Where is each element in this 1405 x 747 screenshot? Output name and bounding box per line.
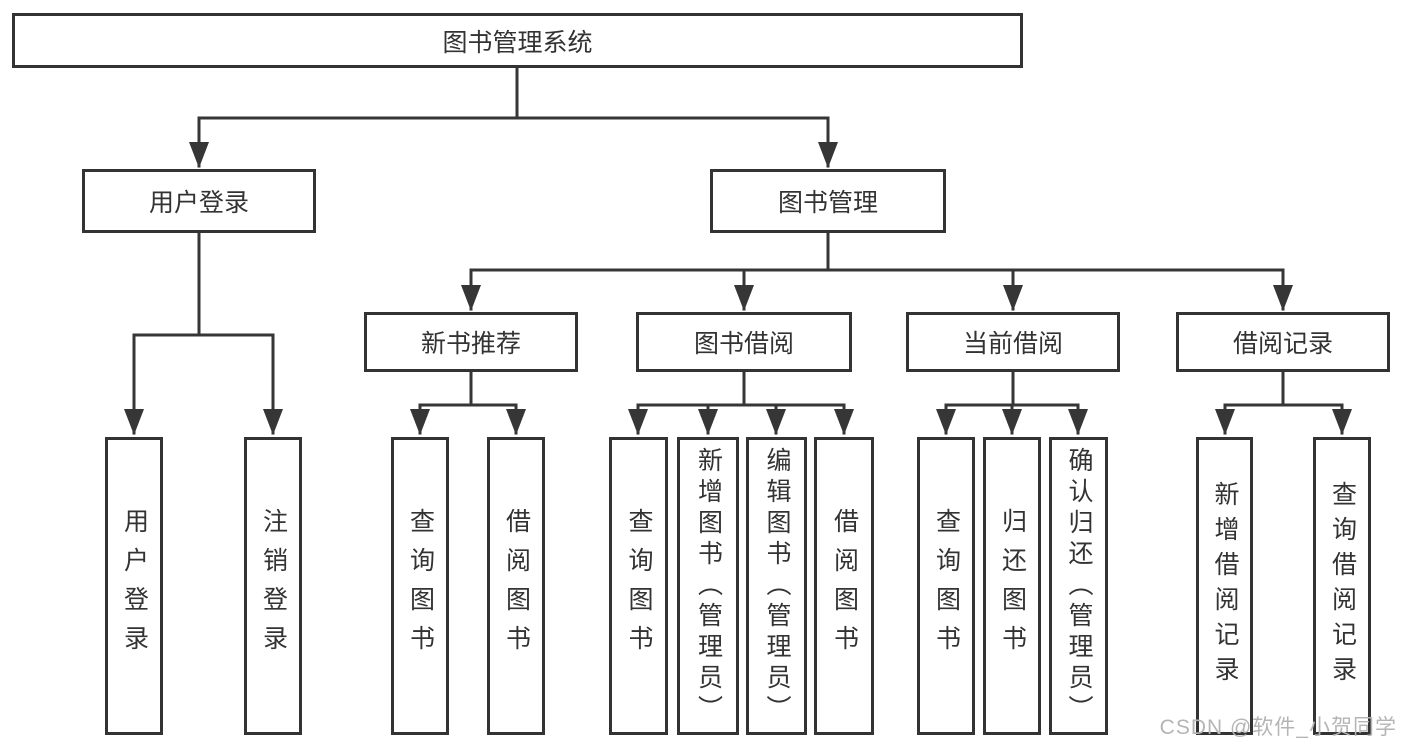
leaf-query-books: 查询图书 bbox=[391, 437, 449, 735]
leaf-label: 归还图书 bbox=[998, 508, 1027, 664]
leaf-borrow-books: 借阅图书 bbox=[814, 437, 874, 735]
leaf-label: 借阅图书 bbox=[830, 508, 859, 664]
node-current-borrow: 当前借阅 bbox=[906, 312, 1120, 372]
node-book-borrow: 图书借阅 bbox=[636, 312, 852, 372]
csdn-watermark: CSDN @软件_小贺同学 bbox=[1159, 716, 1397, 739]
node-user-login: 用户登录 bbox=[82, 169, 316, 233]
leaf-add-books-admin: 新增图书（管理员） bbox=[677, 437, 739, 735]
leaf-label: 查询图书 bbox=[932, 508, 961, 664]
leaf-confirm-return-admin: 确认归还（管理员） bbox=[1049, 437, 1108, 735]
leaf-logout-login: 注销登录 bbox=[244, 437, 302, 735]
leaf-user-login: 用户登录 bbox=[105, 437, 163, 735]
leaf-label: 注销登录 bbox=[259, 508, 288, 664]
leaf-label: 查询借阅记录 bbox=[1328, 481, 1357, 691]
leaf-label: 确认归还（管理员） bbox=[1065, 446, 1093, 726]
leaf-query-books: 查询图书 bbox=[917, 437, 975, 735]
leaf-label: 编辑图书（管理员） bbox=[763, 446, 791, 726]
node-borrow-records: 借阅记录 bbox=[1176, 312, 1390, 372]
leaf-label: 用户登录 bbox=[120, 508, 149, 664]
leaf-label: 新增图书（管理员） bbox=[694, 446, 723, 726]
leaf-edit-books-admin: 编辑图书（管理员） bbox=[746, 437, 807, 735]
leaf-add-borrow-record: 新增借阅记录 bbox=[1196, 437, 1253, 735]
leaf-return-books: 归还图书 bbox=[983, 437, 1041, 735]
leaf-label: 新增借阅记录 bbox=[1211, 481, 1239, 691]
leaf-query-borrow-record: 查询借阅记录 bbox=[1313, 437, 1371, 735]
leaf-label: 查询图书 bbox=[625, 508, 653, 664]
leaf-label: 借阅图书 bbox=[502, 508, 531, 664]
node-new-book-recommend: 新书推荐 bbox=[364, 312, 578, 372]
node-book-management: 图书管理 bbox=[710, 169, 946, 233]
leaf-label: 查询图书 bbox=[406, 508, 435, 664]
leaf-query-books: 查询图书 bbox=[609, 437, 668, 735]
node-library-system: 图书管理系统 bbox=[12, 13, 1023, 68]
leaf-borrow-books: 借阅图书 bbox=[487, 437, 545, 735]
